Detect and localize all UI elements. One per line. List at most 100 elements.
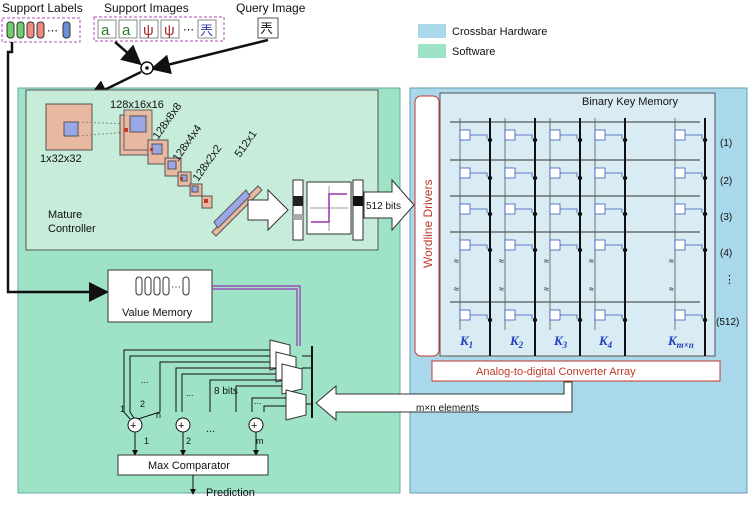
cell-node: [487, 211, 493, 217]
feature-vector: [292, 179, 304, 241]
break-mark: ≈: [499, 284, 504, 294]
break-mark: ≈: [589, 256, 594, 266]
row-label-2: (2): [720, 176, 732, 187]
support-labels-title: Support Labels: [2, 1, 83, 15]
break-mark: ≈: [499, 256, 504, 266]
cell-wire: [470, 172, 488, 177]
key-label-2: K2: [509, 333, 524, 350]
break-mark: ≈: [669, 256, 674, 266]
support-glyph-4: ψ: [164, 22, 175, 39]
cell-wire: [560, 172, 578, 177]
cell-node: [702, 247, 708, 253]
key-label-4: K4: [598, 333, 613, 350]
break-mark: ≈: [544, 256, 549, 266]
controller-title-2: Controller: [48, 223, 96, 235]
svg-text:⋯: ⋯: [171, 282, 181, 293]
controller-title-1: Mature: [48, 209, 82, 221]
row-label-1: (1): [720, 138, 732, 149]
memory-cell: [504, 129, 516, 141]
wire-dots-2: ...: [186, 388, 194, 398]
memory-cell: [594, 167, 606, 179]
query-image: 兲: [257, 17, 279, 39]
cell-node: [702, 211, 708, 217]
cell-node: [622, 247, 628, 253]
wordline-drivers-label: Wordline Drivers: [421, 180, 435, 268]
support-glyph-6: 兲: [200, 23, 213, 38]
cell-node: [532, 247, 538, 253]
cell-wire: [515, 134, 533, 139]
crossbar-grid: ≈≈≈≈≈≈≈≈≈≈: [450, 118, 708, 356]
memory-cell: [549, 129, 561, 141]
bits-arrow: [363, 178, 415, 232]
cell-node: [622, 317, 628, 323]
break-mark: ≈: [454, 284, 459, 294]
cell-node: [532, 137, 538, 143]
adder-input-2: 2: [140, 399, 145, 409]
cell-node: [487, 317, 493, 323]
cell-wire: [470, 134, 488, 139]
cell-wire: [605, 244, 623, 249]
cell-node: [577, 175, 583, 181]
support-labels-dots: ⋯: [47, 25, 58, 37]
sign-function-box: [306, 181, 352, 235]
break-mark: ≈: [544, 284, 549, 294]
cell-wire: [685, 314, 703, 319]
cell-wire: [605, 314, 623, 319]
memory-cell: [459, 167, 471, 179]
memory-cell: [674, 203, 686, 215]
memory-cell: [594, 239, 606, 251]
adc-array: [431, 360, 721, 382]
break-mark: ≈: [669, 284, 674, 294]
cell-wire: [685, 244, 703, 249]
memory-cell: [549, 167, 561, 179]
row-label-3: (3): [720, 212, 732, 223]
sum-label-2: 2: [186, 436, 191, 446]
prediction-label: Prediction: [206, 487, 255, 499]
cell-node: [532, 211, 538, 217]
svg-text:+: +: [251, 420, 257, 432]
binary-key-memory: [439, 92, 716, 357]
cell-node: [577, 137, 583, 143]
cell-wire: [515, 314, 533, 319]
cell-node: [577, 247, 583, 253]
eight-bits-label: 8 bits: [214, 386, 238, 397]
adder-input-n: n: [156, 410, 161, 420]
support-labels-box: ⋯: [1, 17, 81, 43]
support-glyph-3: ψ: [143, 22, 154, 39]
break-mark: ≈: [454, 256, 459, 266]
adder-dots: ...: [206, 423, 215, 435]
memory-cell: [504, 167, 516, 179]
multiplexer-stack: [269, 339, 307, 421]
cell-wire: [605, 172, 623, 177]
wire-dots-3: ...: [254, 396, 262, 406]
cell-wire: [515, 208, 533, 213]
cell-wire: [560, 208, 578, 213]
sum-label-m: m: [256, 436, 264, 446]
support-glyph-2: a: [122, 22, 131, 39]
memory-cell: [674, 129, 686, 141]
memory-cell: [459, 129, 471, 141]
svg-text:+: +: [130, 420, 136, 432]
row-label-512: (512): [716, 317, 739, 328]
binary-key-memory-title: Binary Key Memory: [582, 96, 678, 108]
memory-cell: [674, 167, 686, 179]
memory-cell: [594, 309, 606, 321]
legend-software-label: Software: [452, 46, 495, 58]
cell-node: [702, 137, 708, 143]
max-comparator-label: Max Comparator: [148, 460, 230, 472]
legend-software-swatch: [418, 44, 446, 58]
wire-dots-1: ...: [141, 375, 149, 385]
cell-node: [487, 137, 493, 143]
memory-cell: [459, 203, 471, 215]
value-memory: ⋯ Value Memory: [107, 269, 213, 323]
sum-label-1: 1: [144, 436, 149, 446]
cell-wire: [470, 314, 488, 319]
cell-wire: [470, 208, 488, 213]
memory-cell: [549, 309, 561, 321]
size-label-1: 1x32x32: [40, 153, 82, 165]
query-image-title: Query Image: [236, 1, 306, 15]
cell-wire: [560, 314, 578, 319]
cell-node: [702, 317, 708, 323]
cell-node: [577, 317, 583, 323]
